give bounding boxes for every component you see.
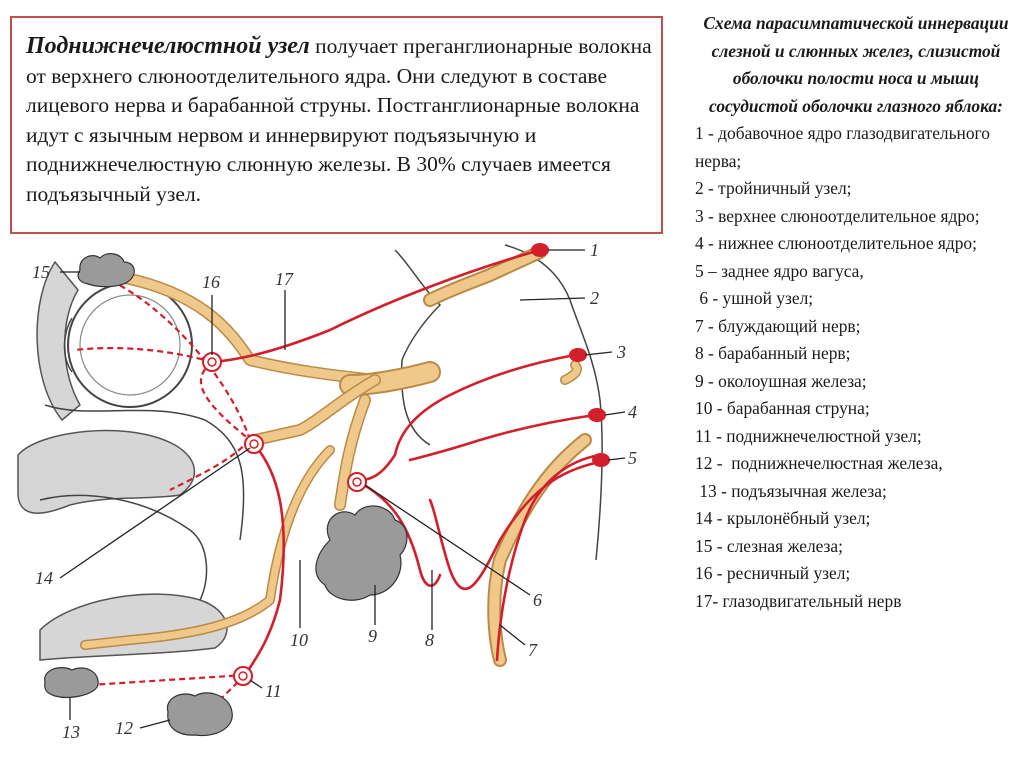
label-5: 5 bbox=[628, 448, 637, 468]
description-lead: Поднижнечелюстной узел bbox=[26, 33, 310, 59]
label-13: 13 bbox=[62, 722, 80, 742]
legend-item-2: 2 - тройничный узел; bbox=[695, 178, 852, 198]
innervation-diagram: 1 2 3 4 5 6 7 8 9 10 11 12 13 14 15 16 1… bbox=[17, 240, 637, 742]
label-15: 15 bbox=[32, 262, 50, 282]
legend-item-3: 3 - верхнее слюноотделительное ядро; bbox=[695, 205, 980, 226]
label-17: 17 bbox=[275, 269, 294, 289]
legend-item-5: 5 – заднее ядро вагуса, bbox=[695, 260, 864, 281]
legend-item-17: 17- глазодвигательный нерв bbox=[695, 590, 902, 611]
label-1: 1 bbox=[590, 240, 599, 260]
legend-title: Схема парасимпатической иннервации слезн… bbox=[703, 13, 1009, 116]
legend-item-9: 9 - околоушная железа; bbox=[695, 370, 867, 391]
legend-item-4: 4 - нижнее слюноотделительное ядро; bbox=[695, 233, 977, 253]
label-3: 3 bbox=[616, 342, 626, 362]
label-10: 10 bbox=[290, 630, 308, 650]
description-body: получает преганглионарные волокна от вер… bbox=[26, 34, 652, 206]
nuclei bbox=[531, 243, 610, 467]
nerve-trunks bbox=[80, 245, 592, 667]
label-7: 7 bbox=[528, 640, 538, 660]
legend-item-11: 11 - поднижнечелюстной узел; bbox=[695, 425, 922, 446]
label-8: 8 bbox=[425, 630, 434, 650]
legend-item-1: 1 - добавочное ядро глазодвигательного н… bbox=[695, 123, 995, 171]
description-box: Поднижнечелюстной узел получает прегангл… bbox=[10, 16, 663, 234]
legend-item-12: 12 - поднижнечелюстная железа, bbox=[695, 453, 943, 473]
legend-item-8: 8 - барабанный нерв; bbox=[695, 343, 851, 363]
label-16: 16 bbox=[202, 272, 220, 292]
label-9: 9 bbox=[368, 626, 377, 646]
brainstem-outline bbox=[394, 244, 603, 561]
legend-item-16: 16 - ресничный узел; bbox=[695, 563, 851, 583]
diagram-numbers: 1 2 3 4 5 6 7 8 9 10 11 12 13 14 15 16 1… bbox=[32, 240, 637, 742]
label-4: 4 bbox=[628, 402, 637, 422]
label-12: 12 bbox=[115, 718, 133, 738]
label-11: 11 bbox=[265, 681, 282, 701]
legend-item-6: 6 - ушной узел; bbox=[695, 288, 814, 308]
label-14: 14 bbox=[35, 568, 53, 588]
ganglia bbox=[202, 352, 367, 686]
legend-item-15: 15 - слезная железа; bbox=[695, 535, 843, 556]
label-2: 2 bbox=[590, 288, 599, 308]
legend: Схема парасимпатической иннервации слезн… bbox=[695, 10, 1017, 615]
label-6: 6 bbox=[533, 590, 542, 610]
label-pointers bbox=[59, 249, 626, 729]
legend-item-10: 10 - барабанная струна; bbox=[695, 398, 870, 418]
legend-item-7: 7 - блуждающий нерв; bbox=[695, 315, 861, 336]
glands bbox=[44, 253, 408, 737]
legend-item-14: 14 - крылонёбный узел; bbox=[695, 508, 871, 528]
legend-item-13: 13 - подъязычная железа; bbox=[695, 480, 887, 501]
nasal-cavity bbox=[17, 404, 245, 601]
